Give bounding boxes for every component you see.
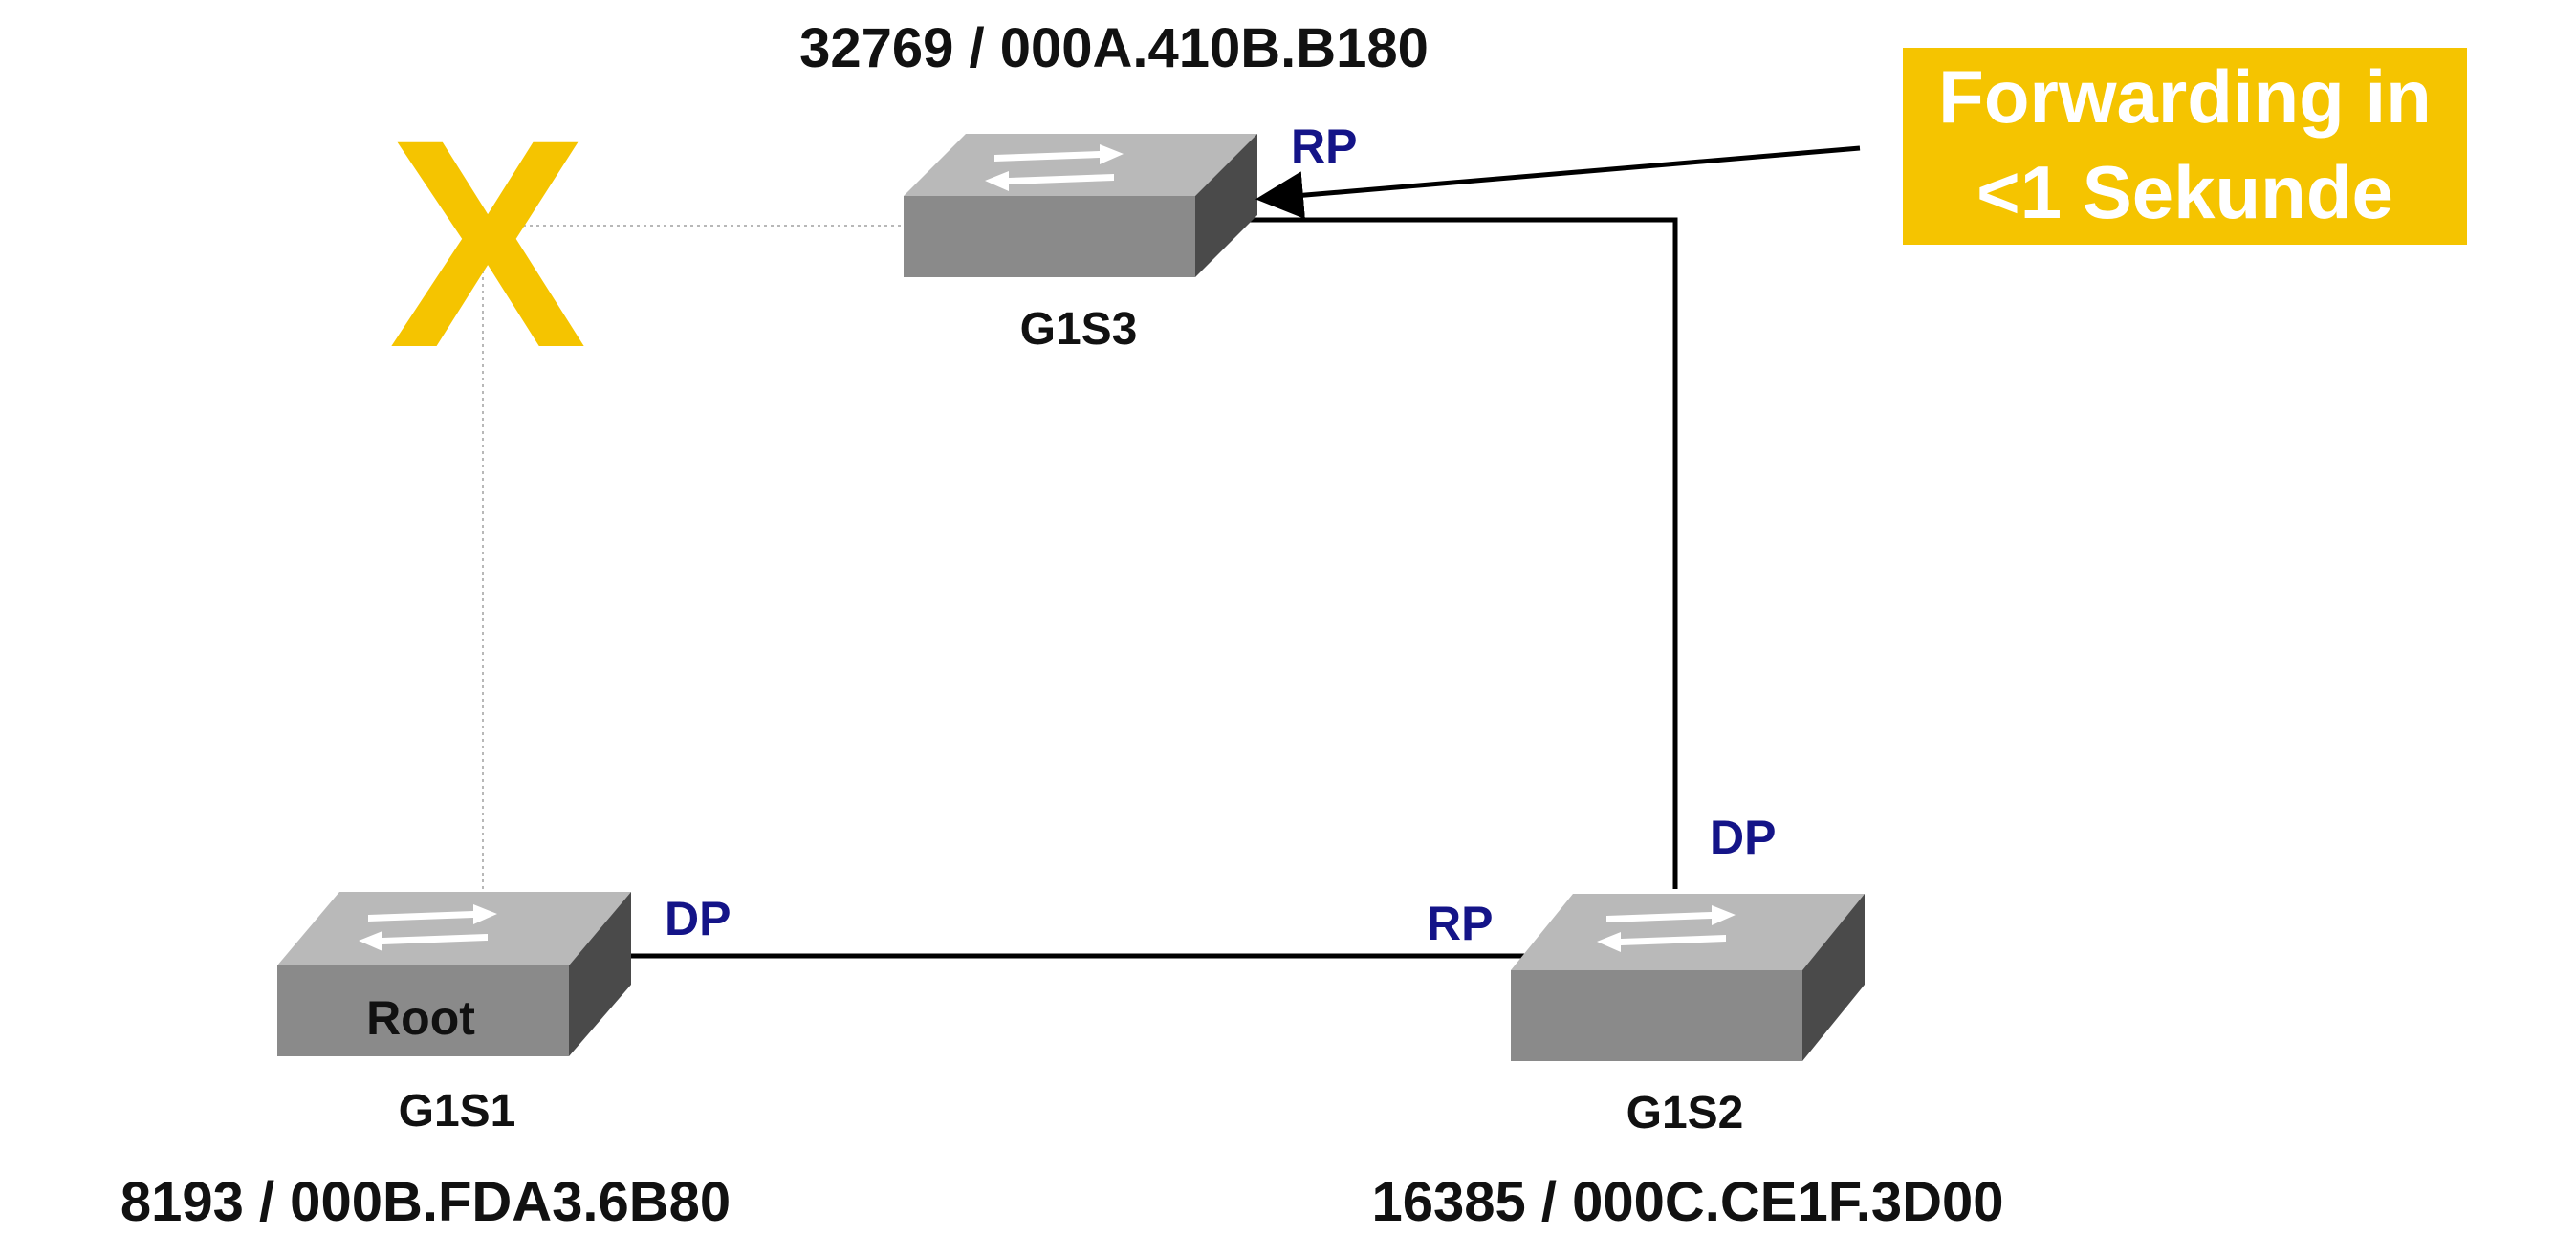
g1s1-name: G1S1: [399, 1086, 516, 1137]
blocked-link: [482, 225, 904, 889]
switch-arrows-icon: [1597, 905, 1736, 952]
blocked-port-marker: X: [389, 77, 588, 409]
callout-line2: <1 Sekunde: [1976, 150, 2393, 234]
g1s3-name: G1S3: [1020, 304, 1138, 355]
g1s1-port-label: DP: [665, 892, 731, 945]
g1s2-bridge-id: 16385 / 000C.CE1F.3D00: [1372, 1171, 2004, 1233]
switch-g1s3: [904, 134, 1257, 277]
g1s1-bridge-id: 8193 / 000B.FDA3.6B80: [120, 1171, 731, 1233]
g1s3-bridge-id: 32769 / 000A.410B.B180: [799, 17, 1429, 79]
link-s2-s3: [1214, 217, 1678, 889]
g1s3-port-label: RP: [1291, 119, 1357, 173]
switch-g1s2: [1511, 894, 1865, 1061]
g1s2-name: G1S2: [1626, 1088, 1744, 1138]
g1s1-root-label: Root: [366, 991, 475, 1045]
callout-arrow: [1255, 145, 1861, 220]
callout-box: Forwarding in <1 Sekunde: [1903, 48, 2467, 245]
switch-arrows-icon: [359, 904, 497, 951]
switch-g1s1: [277, 892, 631, 1056]
g1s2-left-port-label: RP: [1427, 897, 1493, 950]
switch-arrows-icon: [985, 144, 1124, 191]
g1s2-top-port-label: DP: [1710, 811, 1776, 864]
callout-line1: Forwarding in: [1938, 54, 2432, 139]
